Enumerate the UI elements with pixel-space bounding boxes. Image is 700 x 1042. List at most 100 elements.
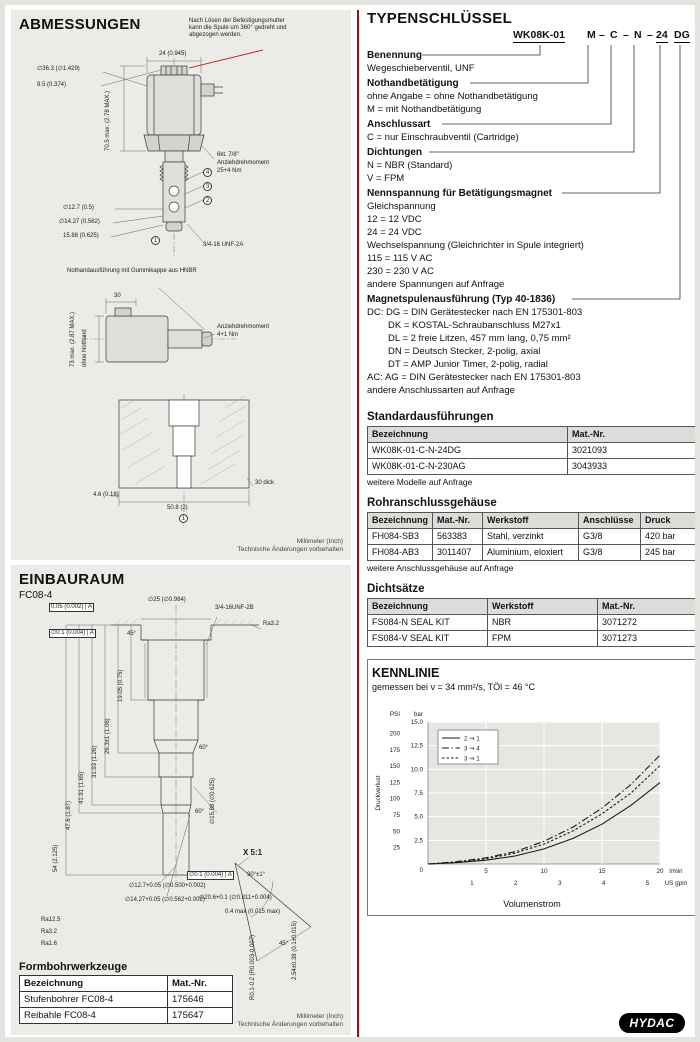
type-code: WK08K-01 M – C – N – 24 DG bbox=[367, 29, 695, 47]
type-code-part: N bbox=[634, 29, 642, 41]
svg-text:3 ⇒ 1: 3 ⇒ 1 bbox=[464, 756, 480, 763]
formbohrwerkzeuge-section: Formbohrwerkzeuge Bezeichnung Mat.-Nr. S… bbox=[19, 961, 233, 1024]
section-line: andere Spannungen auf Anfrage bbox=[367, 279, 505, 290]
table-cell: 3043933 bbox=[567, 458, 695, 475]
svg-text:20: 20 bbox=[656, 868, 664, 875]
table-cell: 3071272 bbox=[597, 614, 695, 631]
table-row: Stufenbohrer FC08-4 175646 bbox=[19, 991, 233, 1008]
svg-text:5.0: 5.0 bbox=[414, 814, 423, 821]
code-section-magnetspule: Magnetspulenausführung (Typ 40-1836) DC:… bbox=[367, 293, 695, 397]
table-cell: G3/8 bbox=[578, 544, 642, 561]
hydac-logo: HYDAC bbox=[619, 1013, 685, 1033]
type-code-part: 24 bbox=[656, 29, 668, 43]
dim-label: ∅14.27 (0.562) bbox=[59, 219, 100, 225]
table-cell: FH084-AB3 bbox=[366, 544, 434, 561]
type-code-connector-lines bbox=[422, 45, 681, 300]
port-number-4: 4 bbox=[203, 168, 212, 177]
einbauraum-drawing bbox=[65, 605, 312, 962]
footnote-units: Millimeter (Inch) bbox=[296, 1013, 343, 1020]
svg-text:4: 4 bbox=[602, 880, 606, 887]
section-line: AC: AG = DIN Gerätestecker nach EN 17530… bbox=[367, 372, 581, 383]
svg-text:12.5: 12.5 bbox=[411, 743, 424, 750]
table-row: Reibahle FC08-4 175647 bbox=[19, 1007, 233, 1024]
section-line: ohne Angabe = ohne Nothandbetätigung bbox=[367, 91, 538, 102]
dim-label: ∅14.27+0.05 (∅0.562+0.002) bbox=[125, 897, 205, 903]
type-code-separator: – bbox=[599, 29, 605, 41]
svg-text:100: 100 bbox=[389, 796, 400, 803]
section-heading: Nennspannung für Betätigungsmagnet bbox=[367, 188, 552, 199]
footnote-changes: Technische Änderungen vorbehalten bbox=[237, 546, 343, 553]
dim-label: 3/4-16 UNF-2A bbox=[203, 242, 244, 248]
table-cell: 175646 bbox=[167, 991, 233, 1008]
table-cell: WK08K-01-C-N-24DG bbox=[367, 442, 568, 459]
svg-text:150: 150 bbox=[389, 763, 400, 770]
section-line: DK = KOSTAL-Schraubanschluss M27x1 bbox=[388, 320, 561, 331]
table-cell: FPM bbox=[487, 630, 598, 647]
dichtsaetze-table: Bezeichnung Werkstoff Mat.-Nr. FS084-N S… bbox=[367, 598, 695, 647]
tolerance-frame: ∅0.1 (0.004) | A bbox=[49, 629, 96, 638]
dichtsaetze-title: Dichtsätze bbox=[367, 583, 425, 595]
svg-text:3 ⇒ 4: 3 ⇒ 4 bbox=[464, 746, 480, 753]
section-line: 230 = 230 V AC bbox=[367, 266, 434, 277]
kennlinie-section: KENNLINIE gemessen bei ν = 34 mm²/s, TÖl… bbox=[367, 659, 695, 916]
code-section-anschlussart: Anschlussart C = nur Einschraubventil (C… bbox=[367, 118, 695, 144]
svg-text:125: 125 bbox=[389, 779, 400, 786]
port-number-1: 1 bbox=[179, 514, 188, 523]
rohranschlussgehaeuse-title: Rohranschlussgehäuse bbox=[367, 497, 497, 509]
dim-label: 30 dick bbox=[255, 480, 275, 486]
table-header-row: Bezeichnung Werkstoff Mat.-Nr. bbox=[367, 598, 695, 615]
dim-label: 30°±1° bbox=[247, 872, 266, 878]
dim-label: 4.6 (0.18) bbox=[93, 492, 119, 498]
hydac-logo-text: HYDAC bbox=[629, 1016, 675, 1030]
section-line: Wegeschieberventil, UNF bbox=[367, 63, 475, 74]
dim-label: ∅36.3 (∅1.429) bbox=[37, 66, 80, 72]
column-header: Werkstoff bbox=[487, 598, 598, 615]
svg-text:200: 200 bbox=[389, 730, 400, 737]
dim-label: 6kt. 7/8" bbox=[217, 152, 239, 158]
section-line: DC: DG = DIN Gerätestecker nach EN 17530… bbox=[367, 307, 583, 318]
svg-text:0: 0 bbox=[419, 867, 423, 874]
port-number-1: 1 bbox=[151, 236, 160, 245]
table-header-row: Bezeichnung Mat.-Nr. Werkstoff Anschlüss… bbox=[366, 512, 695, 529]
column-header: Mat.-Nr. bbox=[567, 426, 695, 443]
kennlinie-title: KENNLINIE bbox=[372, 666, 440, 680]
right-column: TYPENSCHLÜSSEL WK08K-01 M – C – N bbox=[366, 10, 695, 916]
dim-label: 24 (0.945) bbox=[159, 51, 187, 57]
table-cell: 175647 bbox=[167, 1007, 233, 1024]
chart-x-axis-title: Volumenstrom bbox=[503, 899, 561, 909]
dim-label: 70.5 max. (2.78 MAX.) bbox=[105, 90, 111, 151]
column-header: Mat.-Nr. bbox=[432, 512, 484, 529]
section-line: 24 = 24 VDC bbox=[367, 227, 422, 238]
dim-label: ∅15.88 (∅0.625) bbox=[210, 777, 216, 824]
standardausfuehrungen-section: Standardausführungen Bezeichnung Mat.-Nr… bbox=[367, 411, 695, 487]
dim-label: 41.91 (1.65) bbox=[79, 771, 85, 804]
abmessungen-panel: ABMESSUNGEN Nach Lösen der Befestigungsm… bbox=[11, 10, 351, 560]
dim-label: 15.88 (0.625) bbox=[63, 233, 99, 239]
table-cell: G3/8 bbox=[578, 528, 642, 545]
table-cell: FH084-SB3 bbox=[366, 528, 434, 545]
dim-label: 9.5 (0.374) bbox=[37, 82, 67, 88]
svg-text:10.0: 10.0 bbox=[411, 766, 424, 773]
column-header: Bezeichnung bbox=[366, 512, 434, 529]
dim-label: R0.1-0.2 (R0.003-0.007) bbox=[250, 934, 256, 1000]
dichtsaetze-section: Dichtsätze Bezeichnung Werkstoff Mat.-Nr… bbox=[367, 583, 695, 647]
column-header: Werkstoff bbox=[482, 512, 580, 529]
svg-text:bar: bar bbox=[414, 711, 423, 718]
table-cell: 3071273 bbox=[597, 630, 695, 647]
table-row: FH084-AB3 3011407 Aluminium, eloxiert G3… bbox=[366, 544, 695, 561]
units-footnote: Millimeter (Inch) Technische Änderungen … bbox=[237, 538, 343, 554]
dim-label: ∅20.6+0.1 (∅0.811+0.004) bbox=[199, 895, 272, 901]
einbauraum-subtitle: FC08-4 bbox=[19, 590, 53, 601]
dim-label: 50.8 (2) bbox=[167, 505, 188, 511]
table-row: WK08K-01-C-N-230AG 3043933 bbox=[367, 458, 695, 475]
svg-text:175: 175 bbox=[389, 747, 400, 754]
table-cell: FS084-V SEAL KIT bbox=[367, 630, 488, 647]
table-cell: Aluminium, eloxiert bbox=[482, 544, 580, 561]
spule-note: Nach Lösen der Befestigungsmutter kann d… bbox=[189, 18, 287, 38]
typenschluessel-section: TYPENSCHLÜSSEL WK08K-01 M – C – N bbox=[367, 10, 695, 401]
code-section-nothand: Nothandbetätigung ohne Angabe = ohne Not… bbox=[367, 77, 695, 116]
dim-label: Anziehdrehmoment bbox=[217, 324, 270, 330]
dim-label: 45° bbox=[127, 631, 137, 637]
